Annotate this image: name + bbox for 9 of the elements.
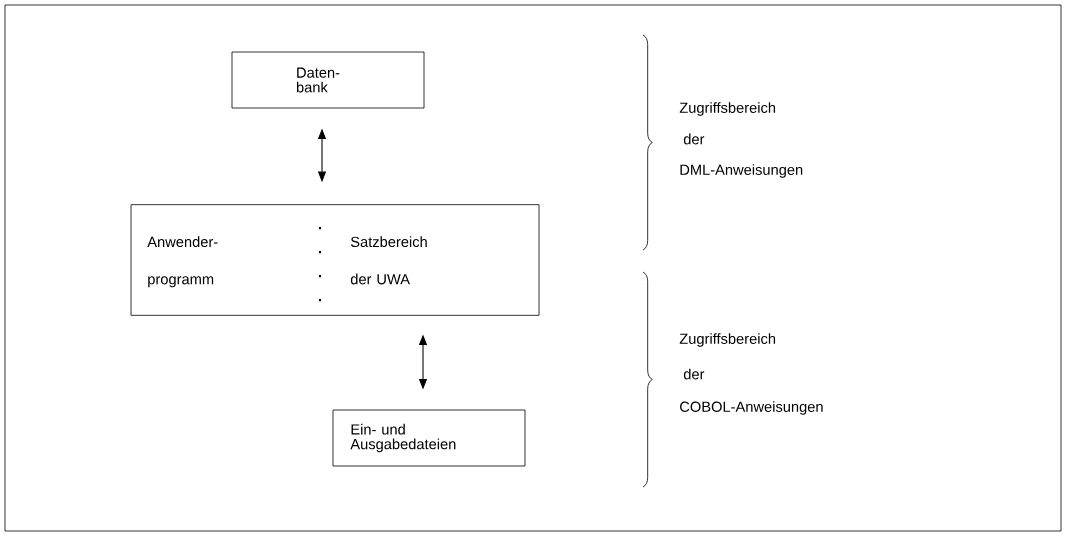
annotation-text: DML-Anweisungen <box>680 164 803 178</box>
process-box: Ein- und Ausgabedateien <box>332 409 526 467</box>
process-box: Anwender- programm Satzbereich der UWA <box>130 204 540 316</box>
annotation-text: der <box>683 368 705 380</box>
annotation-text: der <box>683 133 705 145</box>
annotation-text: Zugriffsbereich <box>679 333 776 347</box>
annotation-text: Zugriffsbereich <box>679 102 776 116</box>
annotation-text: COBOL-Anweisungen <box>680 401 823 415</box>
process-box: Daten- bank <box>231 51 425 109</box>
